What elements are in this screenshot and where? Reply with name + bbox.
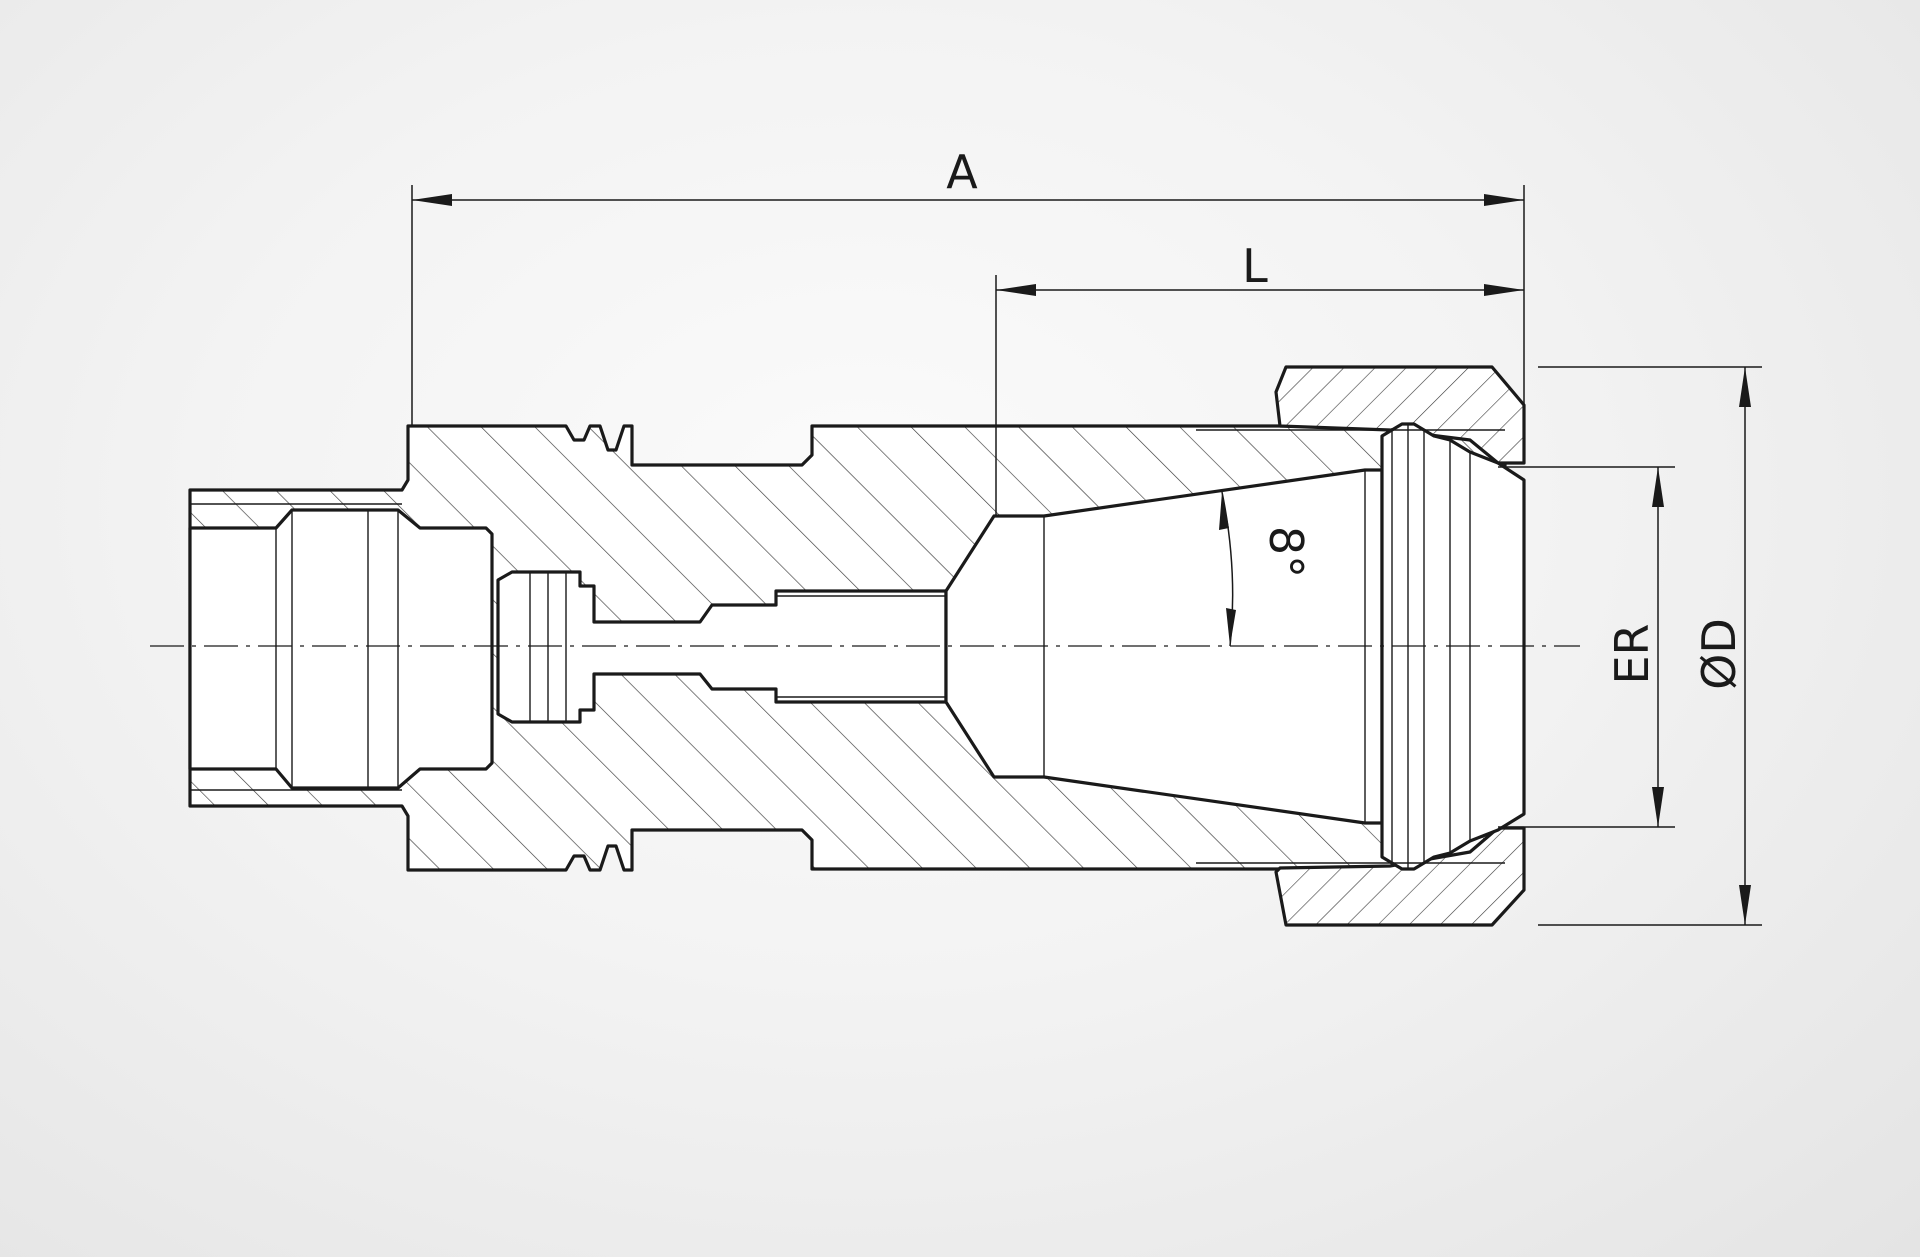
dim-er-arrow-top	[1652, 467, 1664, 507]
dim-d-arrow-bottom	[1739, 885, 1751, 925]
dim-er-arrow-bottom	[1652, 787, 1664, 827]
rear-bore	[188, 508, 494, 790]
dim-l-arrow-left	[996, 284, 1036, 296]
clamping-nut-section	[1274, 365, 1526, 465]
dim-l-arrow-right	[1484, 284, 1524, 296]
dim-d-label: ØD	[1692, 618, 1746, 690]
angle-arrow-bottom	[1226, 608, 1236, 646]
dim-er-label: ER	[1605, 623, 1659, 684]
dim-l-label: L	[1242, 239, 1268, 293]
clamping-nut-section-lower	[1274, 826, 1526, 927]
dim-a-label: A	[946, 145, 978, 199]
angle-label: 8°	[1259, 526, 1313, 578]
dim-a-arrow-right	[1484, 194, 1524, 206]
dim-d-arrow-top	[1739, 367, 1751, 407]
angle-arrow-top	[1219, 492, 1229, 530]
dim-a-arrow-left	[412, 194, 452, 206]
